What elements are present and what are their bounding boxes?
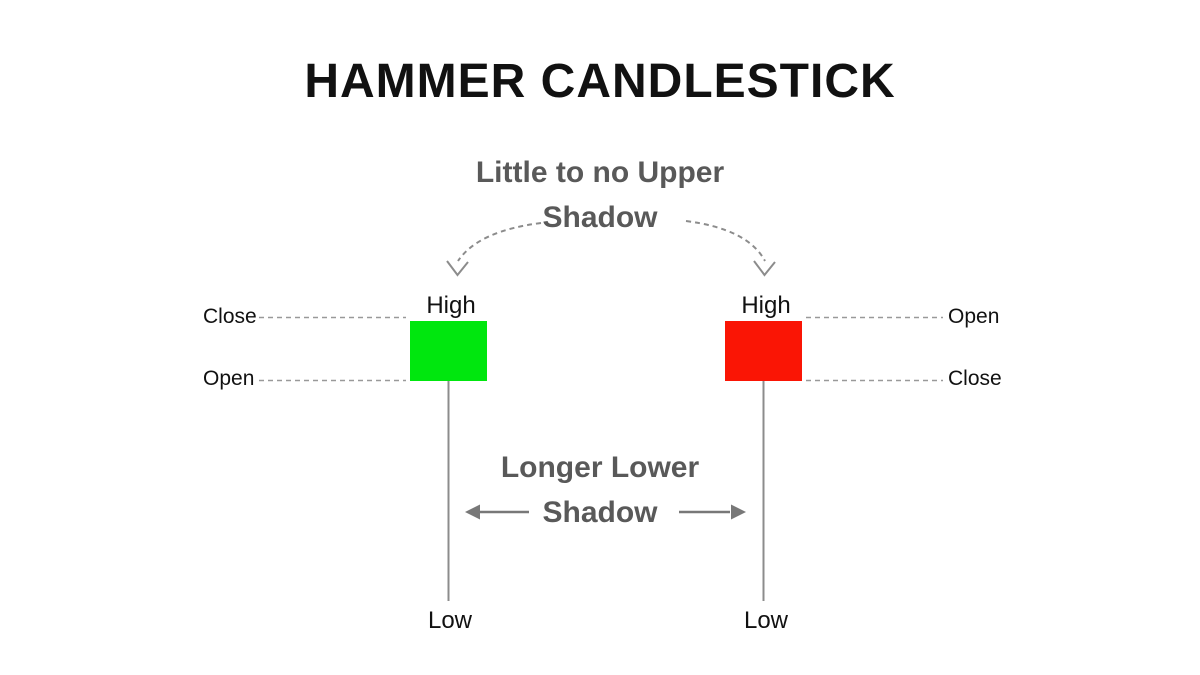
- left-candle-body: [410, 321, 487, 381]
- upper-shadow-arrow-right: [685, 220, 766, 262]
- left-candle-close-label: Close: [203, 305, 257, 328]
- right-candle-body: [725, 321, 802, 381]
- left-candle-high-label: High: [426, 292, 476, 319]
- page-title: HAMMER CANDLESTICK: [304, 55, 896, 108]
- right-candle-close-label: Close: [948, 367, 1002, 390]
- lower-shadow-arrowhead-right: [731, 504, 746, 520]
- upper-shadow-annotation: Little to no Upper Shadow: [0, 150, 1200, 240]
- right-candle-open-label: Open: [948, 305, 1000, 328]
- left-candle-open-label: Open: [203, 367, 255, 390]
- right-candle-low-label: Low: [743, 607, 789, 634]
- lower-shadow-annotation: Longer Lower Shadow: [0, 445, 1200, 535]
- upper-shadow-arrow-left: [457, 222, 542, 262]
- lower-shadow-annotation-line1: Longer Lower: [500, 451, 700, 484]
- left-candle-low-label: Low: [427, 607, 473, 634]
- upper-shadow-arrowhead-right: [753, 260, 776, 277]
- upper-shadow-annotation-line2: Shadow: [542, 201, 658, 234]
- right-candle-high-label: High: [741, 292, 791, 319]
- lower-shadow-annotation-line2: Shadow: [542, 496, 658, 529]
- lower-shadow-arrowhead-left: [465, 504, 480, 520]
- upper-shadow-arrowhead-left: [446, 260, 469, 277]
- upper-shadow-annotation-line1: Little to no Upper: [475, 156, 725, 189]
